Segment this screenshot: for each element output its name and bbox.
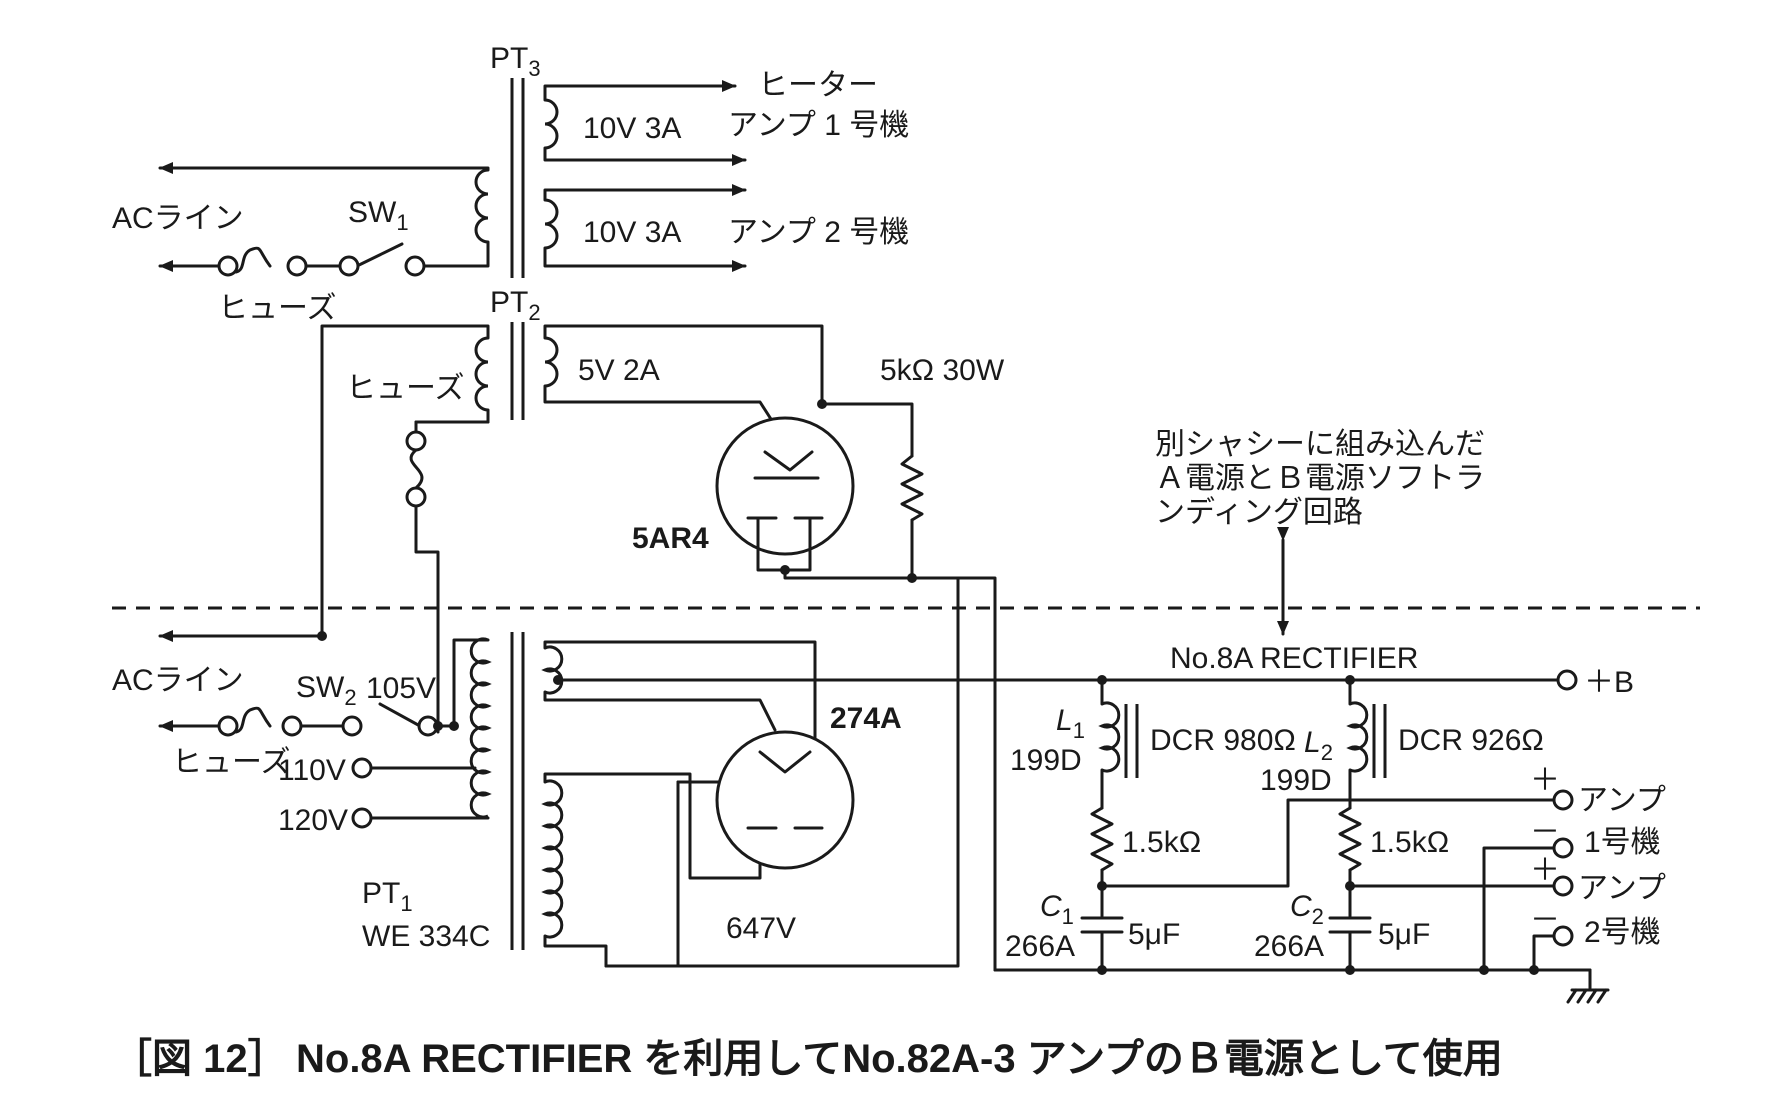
pt1-secondary-wiring (543, 640, 1562, 968)
amp1-label-b: 1号機 (1584, 826, 1661, 859)
plus-b-label: ＋B (1584, 666, 1634, 699)
l2-label: L2 (1304, 726, 1333, 765)
tube-5ar4-label: 5AR4 (632, 522, 709, 555)
sw2-switch-blade[interactable] (378, 702, 422, 728)
l2-dcr-label: DCR 926Ω (1398, 724, 1544, 757)
c2-part-label: 266A (1254, 930, 1324, 963)
l1-choke-coil (1098, 701, 1121, 773)
c1-label: C1 (1040, 890, 1074, 929)
tube-5ar4: 5AR4 (632, 416, 855, 572)
hv-voltage-label: 647V (726, 912, 796, 945)
l2-part-label: 199D (1260, 764, 1332, 797)
amp2-minus-sign: － (1530, 904, 1560, 937)
amp1-label-a: アンプ (1578, 784, 1666, 817)
pt3-sec1-label: 10V 3A (583, 112, 681, 145)
pt2-label: PT2 (490, 286, 541, 325)
pt2-secondary-coil (544, 336, 559, 388)
amp2-heater-label: アンプ 2 号機 (728, 216, 909, 249)
amp2-label-a: アンプ (1578, 872, 1666, 905)
heater-label: ヒーター (758, 69, 878, 102)
pt1-primary-coil (469, 637, 492, 819)
tube-274a: 274A (715, 702, 902, 870)
sw1-switch-blade[interactable] (355, 242, 404, 268)
pt3-secondary-coil-2 (544, 198, 559, 250)
l1-dcr-label: DCR 980Ω (1150, 724, 1296, 757)
pt1-hv-coil (541, 779, 564, 939)
l1-part-label: 199D (1010, 744, 1082, 777)
pt1-filament-coil (541, 645, 564, 695)
note-line-1: 別シャシーに組み込んだ (1155, 428, 1485, 461)
pt3-label: PT3 (490, 42, 541, 81)
c2-value-label: 5μF (1378, 918, 1430, 951)
figure-label: ［図 12］ (112, 1037, 288, 1081)
amp1-plus-terminal[interactable] (1552, 789, 1574, 811)
l2-choke-coil (1346, 701, 1369, 773)
ground-icon (1566, 968, 1610, 1004)
pt2-transformer: PT2 5V 2A ヒューズ (346, 286, 660, 420)
c1-part-label: 266A (1005, 930, 1075, 963)
soft-landing-wiring: 5kΩ 30W (676, 354, 1005, 972)
pt1-model-label: WE 334C (362, 920, 490, 953)
sw2-label: SW2 (296, 671, 357, 710)
upper-ac-line: ACライン SW1 ヒューズ (112, 162, 490, 325)
tap-120-label: 120V (278, 804, 348, 837)
amp1-minus-terminal[interactable] (1552, 837, 1574, 859)
note-line-2: Ａ電源とＢ電源ソフトラ (1155, 462, 1485, 495)
amp1-minus-sign: － (1530, 816, 1560, 849)
l1-label: L1 (1056, 704, 1085, 743)
amp2-plus-terminal[interactable] (1552, 875, 1574, 897)
soft-landing-note: 別シャシーに組み込んだ Ａ電源とＢ電源ソフトラ ンディング回路 (1155, 428, 1485, 636)
amp1-heater-label: アンプ 1 号機 (728, 109, 909, 142)
pt2-sec-label: 5V 2A (578, 354, 660, 387)
lower-fuse-label: ヒューズ (172, 746, 291, 779)
amp2-plus-sign: ＋ (1530, 854, 1560, 887)
upper-fuse-label: ヒューズ (218, 292, 337, 325)
plus-b-terminal[interactable] (1556, 669, 1578, 691)
no8a-title: No.8A RECTIFIER (1170, 642, 1418, 675)
pt3-primary-coil (474, 168, 489, 244)
figure-caption-text: No.8A RECTIFIER を利用してNo.82A-3 アンプのＢ電源として… (296, 1037, 1503, 1081)
amp2-minus-terminal[interactable] (1552, 925, 1574, 947)
pt3-transformer: PT3 10V 3A 10V 3A (474, 42, 681, 278)
sw1-label: SW1 (348, 196, 409, 235)
pt3-output-wires (543, 80, 747, 272)
tap-110-label: 110V (278, 754, 346, 787)
tap-105-label: 105V (366, 672, 436, 705)
note-line-3: ンディング回路 (1155, 496, 1363, 529)
upper-ac-line-label: ACライン (112, 202, 244, 235)
pt2-primary-coil (474, 336, 489, 412)
lower-ac-line-label: ACライン (112, 664, 244, 697)
figure-caption: ［図 12］ No.8A RECTIFIER を利用してNo.82A-3 アンプ… (112, 1037, 1503, 1081)
pt1-label: PT1 (362, 877, 413, 916)
c1-value-label: 5μF (1128, 918, 1180, 951)
r2-label: 1.5kΩ (1370, 826, 1449, 859)
pt2-wiring (320, 324, 824, 734)
pt2-fuse-label: ヒューズ (346, 372, 465, 405)
c2-label: C2 (1290, 890, 1324, 929)
pt3-secondary-coil-1 (544, 98, 559, 150)
amp2-label-b: 2号機 (1584, 916, 1661, 949)
lower-ac-line: ACライン SW2 105V ヒューズ 110V 120V (112, 630, 490, 837)
no8a-filter: No.8A RECTIFIER ＋B L1 199D DCR 980Ω 1.5k… (993, 642, 1666, 1004)
r1-label: 1.5kΩ (1122, 826, 1201, 859)
soft-landing-resistor-label: 5kΩ 30W (880, 354, 1005, 387)
tube-274a-label: 274A (830, 702, 902, 735)
amp1-plus-sign: ＋ (1530, 764, 1560, 797)
pt3-sec2-label: 10V 3A (583, 216, 681, 249)
pt1-transformer: PT1 WE 334C 647V (362, 632, 796, 953)
